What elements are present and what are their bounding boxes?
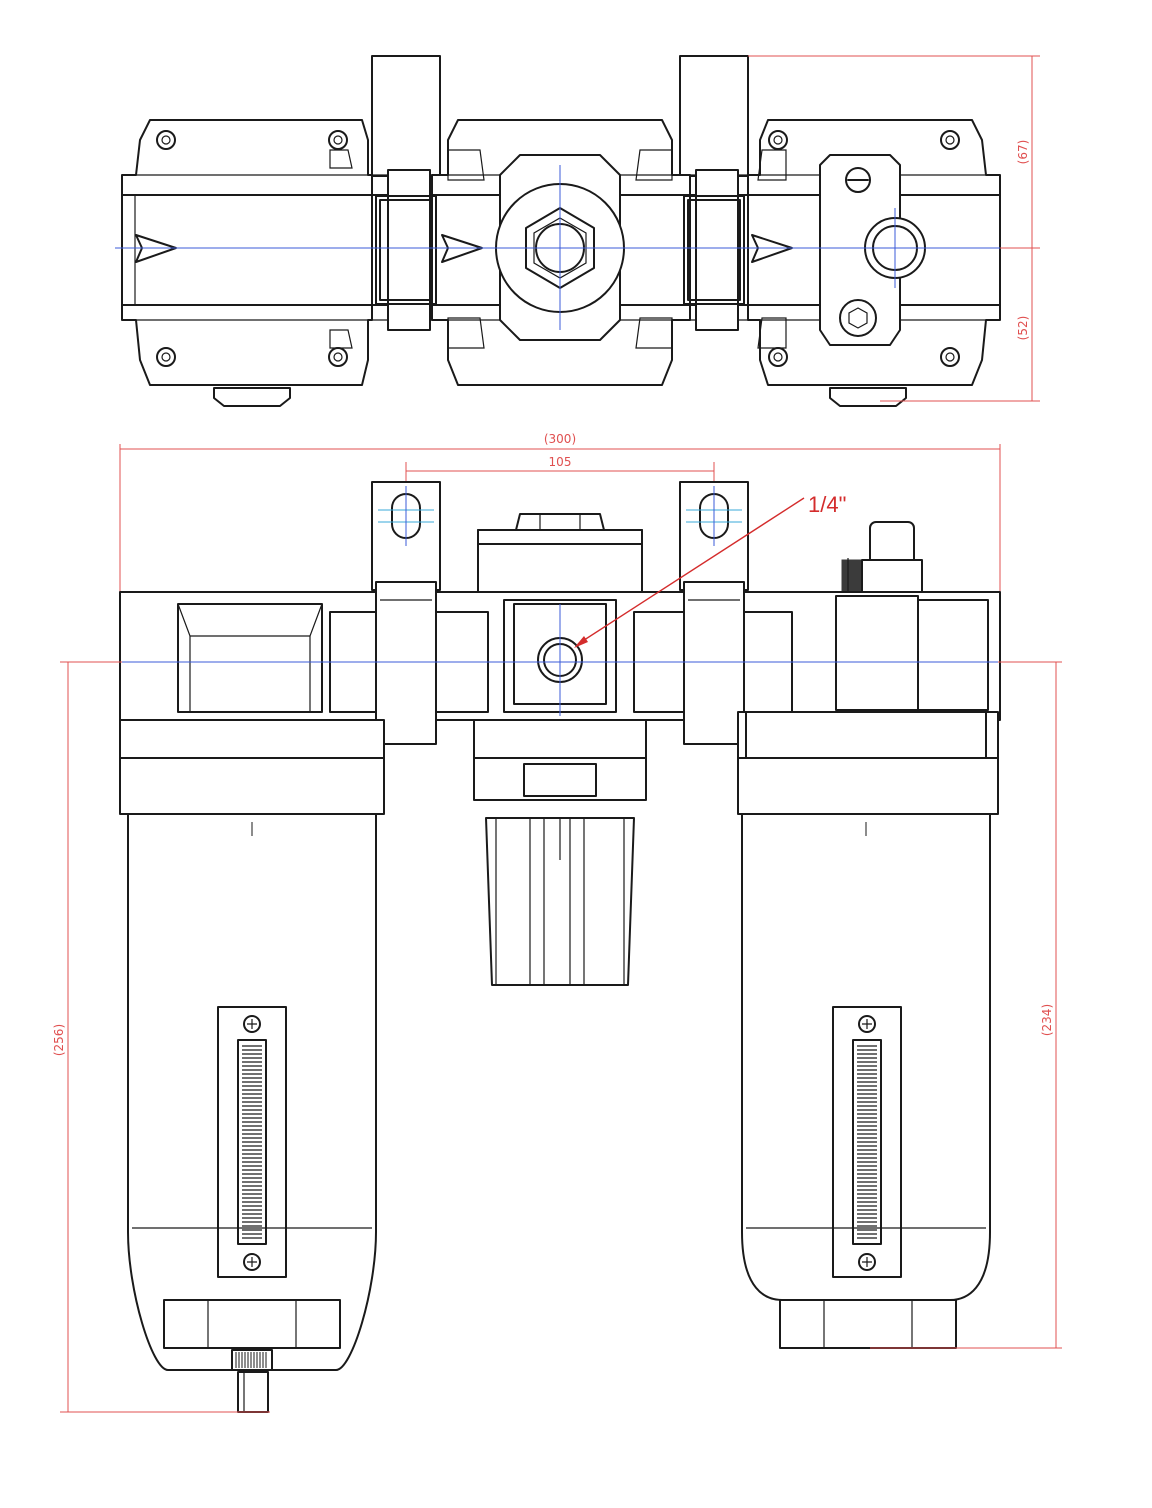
- top-clamp-right: [683, 169, 745, 331]
- port-callout: 1/4": [574, 492, 846, 648]
- lubricator-head: [835, 595, 989, 711]
- top-view: (67) (52): [115, 55, 1040, 407]
- screw-icon: [243, 1015, 261, 1033]
- mounting-hole-icon: [156, 130, 960, 367]
- top-bracket-left: [371, 55, 441, 177]
- overall-width-dimension: (300): [119, 432, 1001, 592]
- filter-bowl: [127, 813, 377, 1413]
- top-bracket-right: [679, 55, 749, 177]
- front-clamp-left: [375, 581, 437, 745]
- right-height-dimension: (234): [870, 661, 1062, 1349]
- top-drain-right: [829, 387, 907, 407]
- flow-arrow-icon: [135, 234, 177, 263]
- right-height-label: (234): [1040, 1004, 1054, 1036]
- regulator-head: [503, 599, 617, 716]
- front-bracket-left: [371, 481, 441, 591]
- port-size-label: 1/4": [808, 492, 846, 517]
- filter-collar-top: [119, 719, 385, 759]
- lubricator-bowl-base: [779, 1299, 957, 1349]
- overall-width-label: (300): [544, 432, 576, 446]
- filter-bowl-base: [163, 1299, 341, 1349]
- top-height-dimension: (67) (52): [748, 55, 1040, 402]
- top-height-lower-label: (52): [1016, 316, 1030, 341]
- regulator-bonnet: [477, 513, 643, 596]
- top-clamp-left: [375, 169, 437, 331]
- top-height-upper-label: (67): [1016, 140, 1030, 165]
- lubricator-collar: [737, 757, 999, 815]
- drain-valve: [237, 1371, 269, 1413]
- lubricator-fill-plug: [841, 521, 923, 596]
- filter-sight-glass: [217, 1006, 287, 1278]
- screw-icon: [845, 167, 871, 193]
- left-height-dimension: (256): [52, 661, 270, 1413]
- lubricator-sight-glass: [832, 1006, 902, 1278]
- lubricator-bowl: [741, 813, 991, 1349]
- screw-icon: [243, 1253, 261, 1271]
- filter-collar: [119, 757, 385, 815]
- lubricator-collar-top: [737, 711, 999, 759]
- top-filter-body: [121, 119, 373, 386]
- top-drain-left: [213, 387, 291, 407]
- flow-arrow-icon: [441, 234, 483, 263]
- flow-arrow-icon: [751, 234, 793, 263]
- screw-icon: [858, 1253, 876, 1271]
- hex-socket-icon: [848, 307, 868, 329]
- left-height-label: (256): [52, 1024, 66, 1056]
- front-view: (300) 105: [52, 432, 1062, 1413]
- regulator-knob: [473, 719, 647, 986]
- bracket-spacing-label: 105: [549, 455, 572, 469]
- front-clamp-right: [683, 581, 745, 745]
- front-bracket-right: [679, 481, 749, 591]
- screw-icon: [858, 1015, 876, 1033]
